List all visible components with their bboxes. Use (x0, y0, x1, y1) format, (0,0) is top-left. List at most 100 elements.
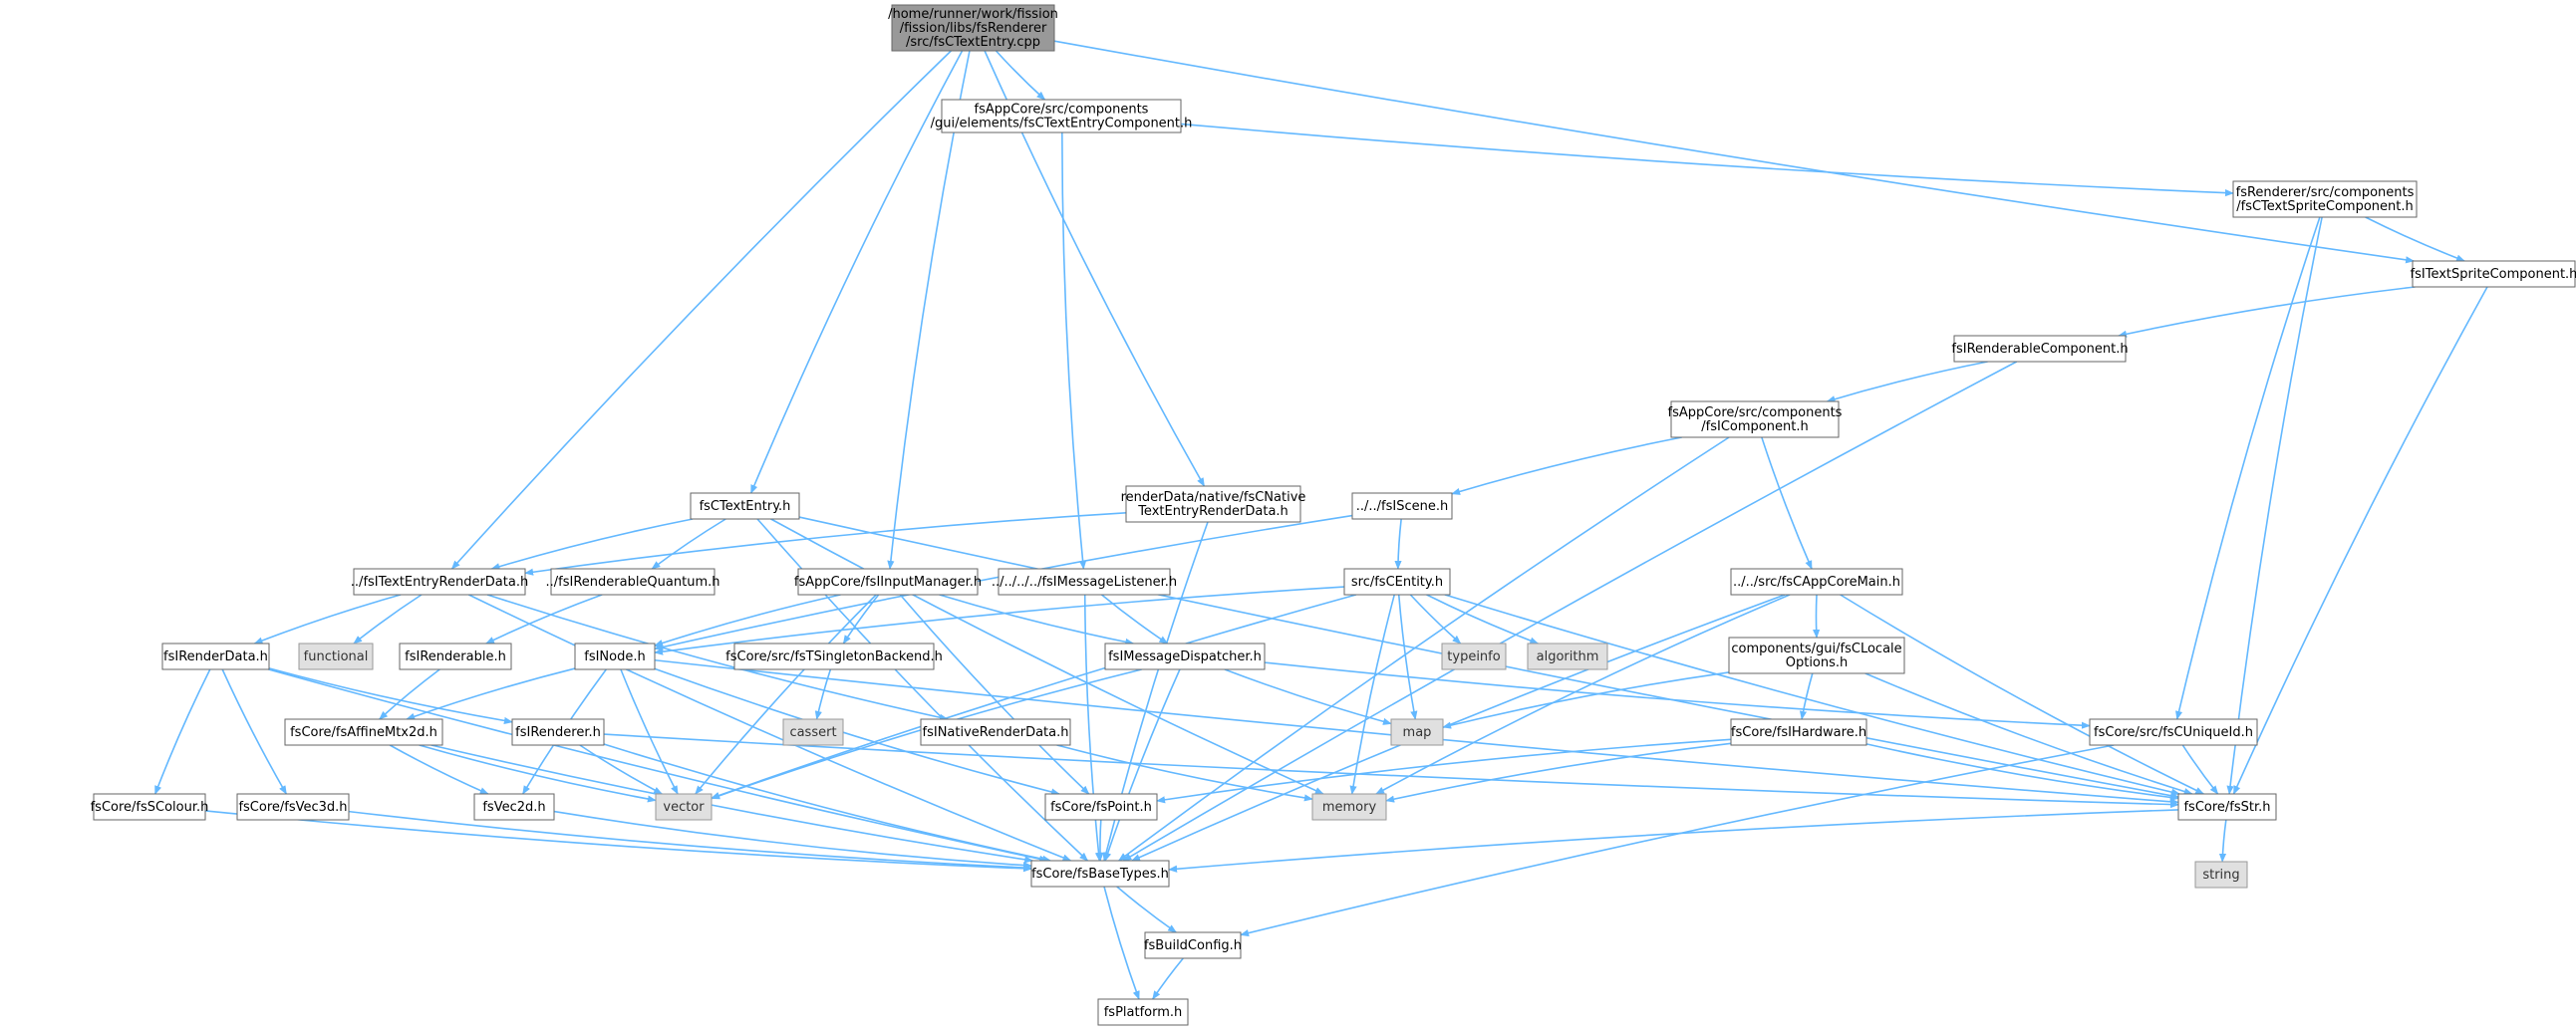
node-label: fsCore/fsPoint.h (1050, 800, 1152, 815)
node-inativerenderdata[interactable]: fsINativeRenderData.h (920, 718, 1071, 746)
system-header-box (298, 643, 374, 670)
node-inputmanager[interactable]: fsAppCore/fsIInputManager.h (794, 568, 982, 596)
node-point[interactable]: fsCore/fsPoint.h (1044, 793, 1158, 821)
edge-centity-to-vector (711, 594, 1357, 799)
file-box[interactable] (1125, 485, 1301, 523)
node-buildconfig[interactable]: fsBuildConfig.h (1144, 931, 1242, 959)
file-box[interactable] (1730, 568, 1903, 596)
file-box[interactable] (941, 99, 1182, 133)
node-label: /fission/libs/fsRenderer (900, 21, 1047, 36)
node-label: fsBuildConfig.h (1144, 938, 1242, 953)
node-nativetextentry[interactable]: renderData/native/fsCNativeTextEntryRend… (1121, 485, 1306, 523)
file-box[interactable] (1104, 643, 1266, 670)
file-box[interactable] (161, 643, 270, 670)
edge-inputmanager-to-vector (695, 594, 877, 795)
file-box[interactable] (93, 793, 206, 821)
file-box[interactable] (511, 718, 605, 746)
node-label: ../../src/fsCAppCoreMain.h (1733, 575, 1900, 590)
node-itextsprite[interactable]: fsITextSpriteComponent.h (2411, 260, 2576, 288)
node-irenderable[interactable]: fsIRenderable.h (399, 643, 512, 670)
node-root[interactable]: /home/runner/work/fission/fission/libs/f… (888, 4, 1058, 52)
node-tsingleton[interactable]: fsCore/src/fsTSingletonBackend.h (725, 643, 943, 670)
file-box[interactable] (2177, 793, 2277, 821)
node-typeinfo: typeinfo (1441, 643, 1507, 670)
node-icomponent[interactable]: fsAppCore/src/components/fsIComponent.h (1668, 400, 1843, 438)
node-vec3d[interactable]: fsCore/fsVec3d.h (236, 793, 350, 821)
node-label: ../fsITextEntryRenderData.h (351, 575, 528, 590)
node-label: fsCore/fsVec3d.h (238, 800, 347, 815)
node-centity[interactable]: src/fsCEntity.h (1343, 568, 1451, 596)
file-box[interactable] (550, 568, 716, 596)
edge-imessagelistener-to-imsgdispatcher (1101, 594, 1169, 645)
node-irenderablequantum[interactable]: ../fsIRenderableQuantum.h (546, 568, 720, 596)
system-header-box (1441, 643, 1507, 670)
node-appcore_textentrycomp[interactable]: fsAppCore/src/components/gui/elements/fs… (931, 99, 1193, 133)
node-imessagelistener[interactable]: ../../../../fsIMessageListener.h (992, 568, 1177, 596)
node-label: fsCore/src/fsCUniqueId.h (2094, 725, 2253, 740)
node-irenderablecomp[interactable]: fsIRenderableComponent.h (1951, 335, 2129, 363)
file-box[interactable] (574, 643, 656, 670)
node-ihardware[interactable]: fsCore/fsIHardware.h (1730, 718, 1867, 746)
node-iscene[interactable]: ../../fsIScene.h (1351, 492, 1453, 520)
file-box[interactable] (891, 4, 1055, 52)
node-irenderer[interactable]: fsIRenderer.h (511, 718, 605, 746)
edge-inputmanager-to-imsgdispatcher (939, 594, 1135, 645)
node-imsgdispatcher[interactable]: fsIMessageDispatcher.h (1104, 643, 1266, 670)
file-box[interactable] (920, 718, 1071, 746)
node-cuniqueid[interactable]: fsCore/src/fsCUniqueId.h (2089, 718, 2258, 746)
file-box[interactable] (1030, 860, 1170, 888)
file-box[interactable] (2089, 718, 2258, 746)
edge-centity-to-str (1444, 594, 2180, 796)
edge-point-to-basetypes (1096, 819, 1104, 862)
node-label: fsCore/src/fsTSingletonBackend.h (725, 649, 943, 664)
node-irenderdata[interactable]: fsIRenderData.h (161, 643, 270, 670)
file-box[interactable] (1343, 568, 1451, 596)
edge-clocaleoptions-to-map (1442, 671, 1730, 729)
file-box[interactable] (284, 718, 443, 746)
edge-irenderdata-to-basetypes (268, 668, 1048, 863)
file-box[interactable] (236, 793, 350, 821)
node-label: cassert (789, 725, 836, 740)
file-box[interactable] (690, 492, 800, 520)
edge-inputmanager-to-tsingleton (842, 594, 880, 645)
node-basetypes[interactable]: fsCore/fsBaseTypes.h (1030, 860, 1170, 888)
file-box[interactable] (473, 793, 555, 821)
node-itextentryrender[interactable]: ../fsITextEntryRenderData.h (351, 568, 528, 596)
file-box[interactable] (733, 643, 935, 670)
file-box[interactable] (1097, 998, 1189, 1026)
file-box[interactable] (2232, 180, 2418, 218)
edge-irenderablecomp-to-icomponent (1826, 361, 1988, 403)
node-vec2d[interactable]: fsVec2d.h (473, 793, 555, 821)
file-box[interactable] (1953, 335, 2127, 363)
file-box[interactable] (353, 568, 526, 596)
node-label: ../../fsIScene.h (1356, 499, 1448, 514)
node-affinemtx[interactable]: fsCore/fsAffineMtx2d.h (284, 718, 443, 746)
node-label: fsCore/fsStr.h (2183, 800, 2270, 815)
file-box[interactable] (1728, 637, 1905, 674)
node-label: renderData/native/fsCNative (1121, 490, 1306, 505)
file-box[interactable] (2412, 260, 2576, 288)
file-box[interactable] (1670, 400, 1840, 438)
node-renderer_textsprite[interactable]: fsRenderer/src/components/fsCTextSpriteC… (2232, 180, 2418, 218)
file-box[interactable] (399, 643, 512, 670)
file-box[interactable] (1730, 718, 1867, 746)
file-box[interactable] (998, 568, 1171, 596)
node-label: fsCore/fsBaseTypes.h (1031, 867, 1169, 882)
node-scolour[interactable]: fsCore/fsSColour.h (91, 793, 209, 821)
node-platform[interactable]: fsPlatform.h (1097, 998, 1189, 1026)
node-label: /src/fsCTextEntry.cpp (906, 35, 1040, 50)
file-box[interactable] (1144, 931, 1242, 959)
node-str[interactable]: fsCore/fsStr.h (2177, 793, 2277, 821)
node-inode[interactable]: fsINode.h (574, 643, 656, 670)
node-label: fsRenderer/src/components (2236, 185, 2415, 200)
edge-icomponent-to-basetypes (1118, 436, 1730, 862)
file-box[interactable] (1351, 492, 1453, 520)
node-appcoremain[interactable]: ../../src/fsCAppCoreMain.h (1730, 568, 1903, 596)
file-box[interactable] (797, 568, 979, 596)
node-label: map (1403, 725, 1432, 740)
file-box[interactable] (1044, 793, 1158, 821)
node-ctextentry[interactable]: fsCTextEntry.h (690, 492, 800, 520)
edge-basetypes-to-buildconfig (1116, 886, 1177, 933)
edge-centity-to-map (1397, 594, 1418, 720)
